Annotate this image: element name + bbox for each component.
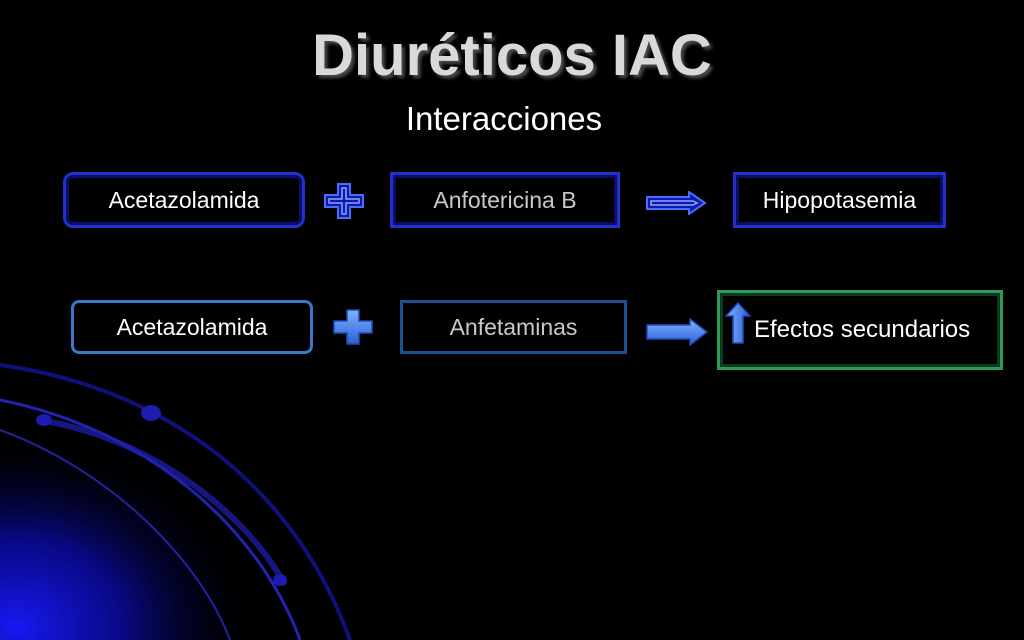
plus-icon — [333, 309, 373, 345]
row1-drug-a-box: Acetazolamida — [63, 172, 305, 228]
right-arrow-icon — [646, 318, 708, 346]
row1-drug-b-box: Anfotericina B — [390, 172, 620, 228]
row2-result-box: Efectos secundarios — [717, 290, 1003, 370]
row2-drug-b-box: Anfetaminas — [400, 300, 627, 354]
plus-icon — [324, 183, 364, 219]
up-arrow-icon — [725, 302, 751, 344]
right-arrow-icon — [646, 191, 707, 215]
slide-subtitle: Interacciones — [405, 100, 603, 137]
slide-title: Diuréticos IAC — [312, 23, 712, 88]
row2-result-label: Efectos secundarios — [754, 316, 971, 343]
row2-drug-a-box: Acetazolamida — [71, 300, 313, 354]
row1-result-box: Hipopotasemia — [733, 172, 946, 228]
